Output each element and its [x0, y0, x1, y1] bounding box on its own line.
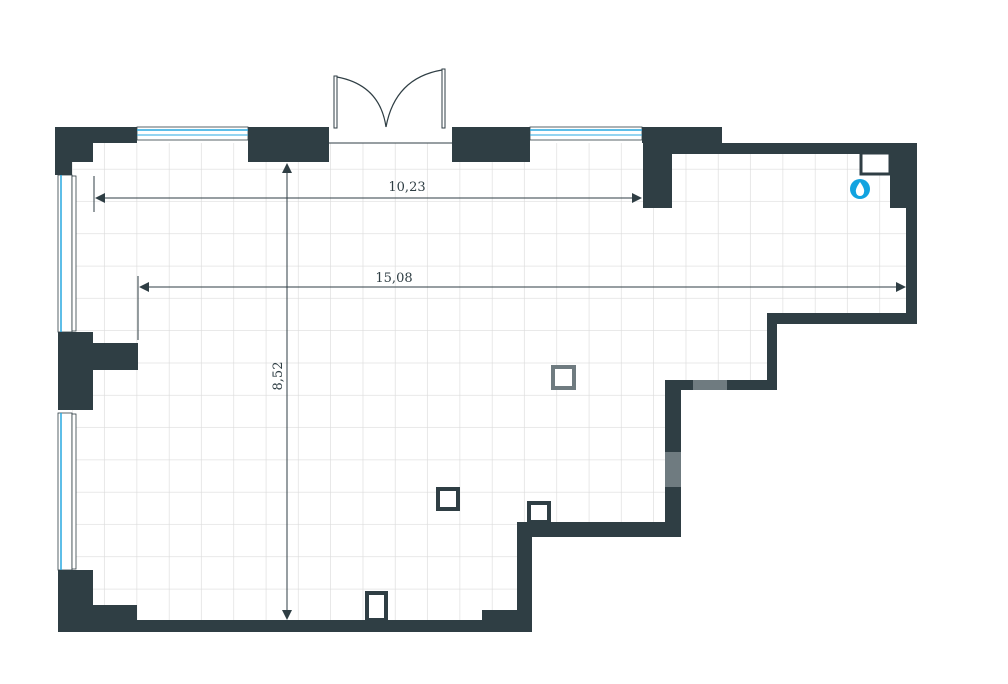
- column: [551, 365, 576, 390]
- column: [436, 487, 460, 511]
- wall-opening: [665, 452, 681, 487]
- wall-opening: [693, 380, 727, 390]
- window-left-lower: [57, 412, 77, 571]
- window-left-upper: [57, 174, 77, 333]
- dimension-height: 8,52: [271, 163, 292, 620]
- dimension-label: 8,52: [271, 362, 286, 391]
- water-drop-icon: [850, 179, 870, 199]
- column: [527, 501, 551, 524]
- dimension-label: 10,23: [388, 180, 425, 195]
- room-floor: [72, 143, 906, 620]
- dimension-label: 15,08: [375, 271, 412, 286]
- utility-niche: [859, 151, 892, 176]
- column: [365, 591, 388, 622]
- window-top-right: [529, 126, 643, 141]
- window-top-left: [136, 126, 249, 141]
- dimension-width-full: 15,08: [137, 271, 906, 340]
- entrance-double-door: [329, 68, 452, 144]
- dimension-width-top: 10,23: [93, 176, 642, 212]
